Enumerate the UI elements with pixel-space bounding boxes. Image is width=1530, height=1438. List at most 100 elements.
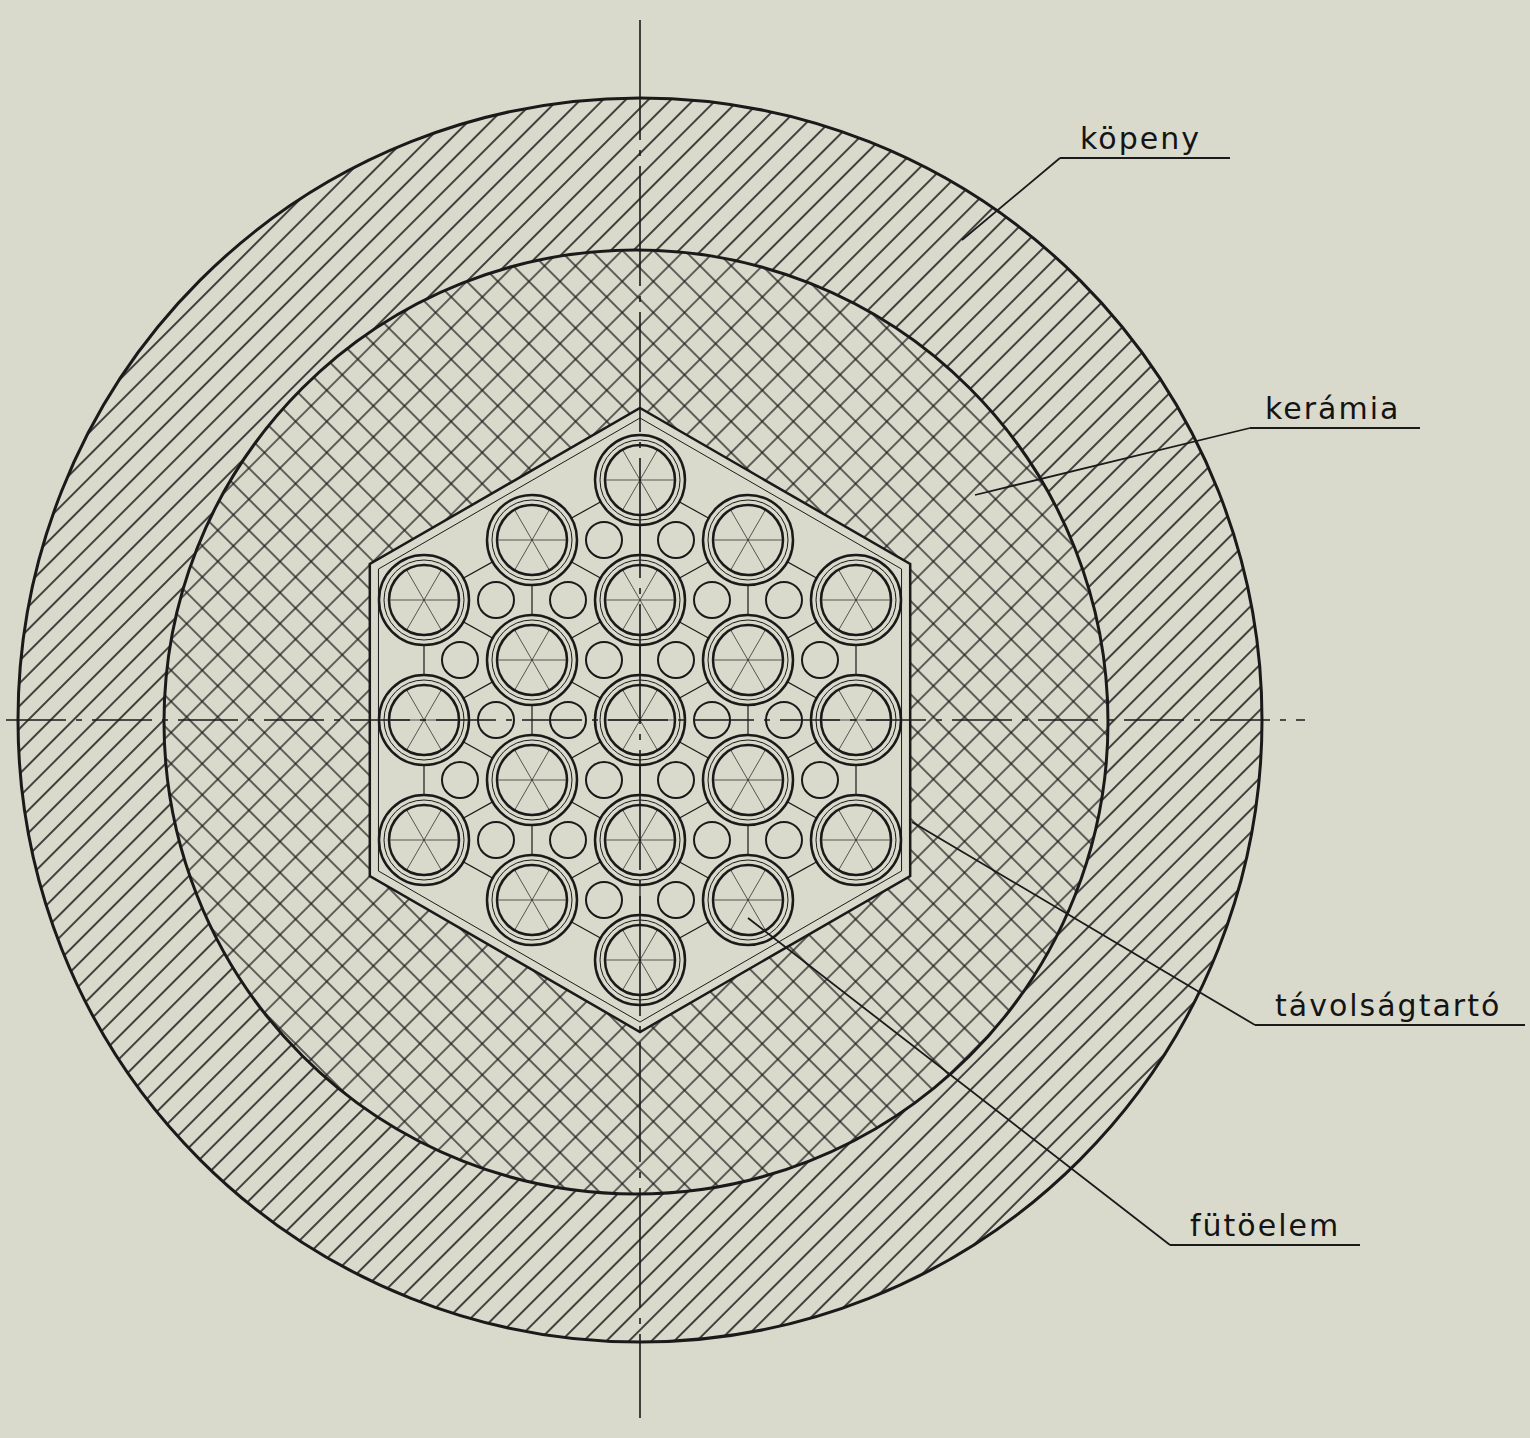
element-crosshair	[407, 570, 442, 631]
element-crosshair	[515, 870, 550, 931]
element-mid	[708, 860, 788, 940]
element-inner	[713, 865, 783, 935]
center-line-horizontal	[6, 719, 1305, 721]
element-mid	[384, 560, 464, 640]
element-inner	[497, 865, 567, 935]
element-mid	[492, 740, 572, 820]
heating-element	[811, 555, 901, 645]
center-line-vertical	[639, 20, 641, 1418]
element-crosshair	[731, 750, 766, 811]
label-underline	[1250, 427, 1420, 429]
element-mid	[492, 500, 572, 580]
label-underline	[1255, 1024, 1525, 1026]
element-outer	[811, 555, 901, 645]
spacer-circle	[550, 822, 586, 858]
spacer-circle	[550, 582, 586, 618]
element-crosshair	[731, 510, 766, 571]
heating-element	[379, 555, 469, 645]
leader-lines	[748, 158, 1525, 1245]
element-mid	[492, 860, 572, 940]
element-mid	[708, 500, 788, 580]
spacer-circle	[586, 882, 622, 918]
element-outer	[703, 495, 793, 585]
spacer-circle	[442, 762, 478, 798]
element-outer	[487, 855, 577, 945]
element-crosshair	[731, 870, 766, 931]
heating-element	[811, 795, 901, 885]
element-inner	[821, 565, 891, 635]
part-label: fütöelem	[1190, 1209, 1340, 1242]
leader-line	[975, 428, 1250, 495]
element-outer	[487, 615, 577, 705]
element-outer	[703, 855, 793, 945]
part-label: kerámia	[1265, 392, 1400, 425]
element-crosshair	[839, 570, 874, 631]
element-outer	[379, 555, 469, 645]
element-crosshair	[407, 570, 442, 631]
spacer-circle	[658, 762, 694, 798]
spacer-circle	[658, 882, 694, 918]
element-inner	[713, 745, 783, 815]
element-mid	[492, 620, 572, 700]
element-mid	[816, 560, 896, 640]
heating-element	[487, 735, 577, 825]
element-crosshair	[515, 750, 550, 811]
spacer-circle	[478, 822, 514, 858]
label-underline	[1060, 157, 1230, 159]
element-mid	[708, 740, 788, 820]
spacer-circle	[694, 582, 730, 618]
element-inner	[389, 805, 459, 875]
element-inner	[713, 505, 783, 575]
element-crosshair	[515, 750, 550, 811]
heating-element	[487, 495, 577, 585]
heating-element	[703, 735, 793, 825]
element-crosshair	[731, 750, 766, 811]
label-underline	[1170, 1244, 1360, 1246]
element-crosshair	[515, 630, 550, 691]
spacer-circle	[694, 822, 730, 858]
heating-element	[379, 795, 469, 885]
element-inner	[497, 745, 567, 815]
spacer-circle	[586, 642, 622, 678]
element-crosshair	[515, 870, 550, 931]
element-crosshair	[731, 630, 766, 691]
heating-element	[703, 615, 793, 705]
leader-line	[748, 918, 1170, 1245]
element-inner	[713, 625, 783, 695]
heating-element	[703, 495, 793, 585]
element-crosshair	[839, 810, 874, 871]
element-outer	[811, 795, 901, 885]
element-crosshair	[407, 810, 442, 871]
spacer-circle	[586, 762, 622, 798]
element-crosshair	[839, 810, 874, 871]
spacer-circle	[766, 582, 802, 618]
element-crosshair	[515, 630, 550, 691]
element-inner	[497, 505, 567, 575]
element-inner	[821, 805, 891, 875]
element-mid	[384, 800, 464, 880]
spacer-circle	[478, 582, 514, 618]
element-crosshair	[515, 510, 550, 571]
element-crosshair	[515, 510, 550, 571]
part-label: köpeny	[1080, 122, 1201, 155]
heating-element	[487, 855, 577, 945]
spacer-circle	[658, 642, 694, 678]
element-inner	[389, 565, 459, 635]
heating-element	[703, 855, 793, 945]
spacer-circle	[658, 522, 694, 558]
element-crosshair	[731, 630, 766, 691]
element-outer	[487, 495, 577, 585]
element-inner	[497, 625, 567, 695]
spacer-circle	[802, 642, 838, 678]
heating-element	[487, 615, 577, 705]
ceramic-ring	[164, 250, 1108, 1194]
center-lines	[6, 20, 1305, 1418]
element-mid	[708, 620, 788, 700]
element-crosshair	[407, 810, 442, 871]
part-label: távolságtartó	[1275, 989, 1501, 1022]
leader-line	[962, 158, 1060, 240]
spacer-circle	[802, 762, 838, 798]
spacer-circle	[442, 642, 478, 678]
